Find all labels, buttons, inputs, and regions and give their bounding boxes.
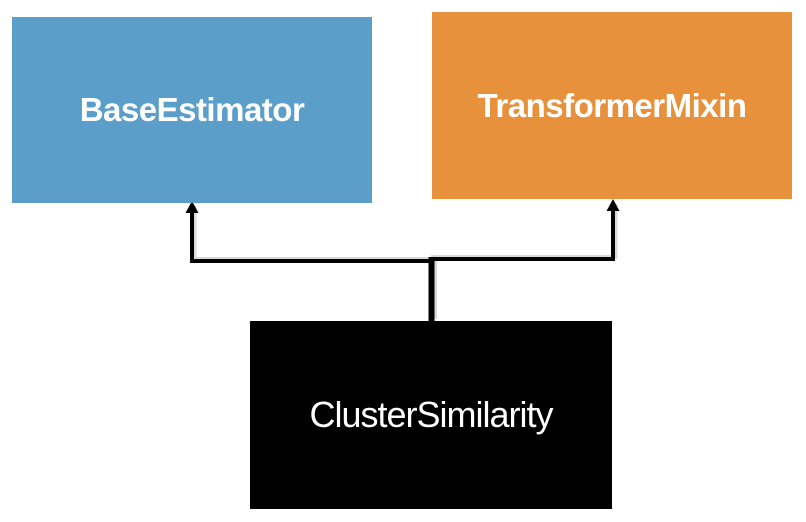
arrowhead-base-estimator [185, 201, 199, 213]
node-cluster-similarity-label: ClusterSimilarity [309, 394, 553, 435]
node-transformer-mixin: TransformerMixin [432, 12, 792, 199]
node-cluster-similarity: ClusterSimilarity [250, 321, 612, 509]
inheritance-arrow-to-base-estimator [185, 201, 435, 321]
inheritance-arrow-to-transformer-mixin [428, 199, 620, 321]
node-base-estimator-label: BaseEstimator [79, 91, 305, 128]
node-transformer-mixin-label: TransformerMixin [477, 86, 747, 124]
arrowhead-transformer-mixin [606, 199, 620, 211]
node-base-estimator: BaseEstimator [12, 17, 372, 203]
